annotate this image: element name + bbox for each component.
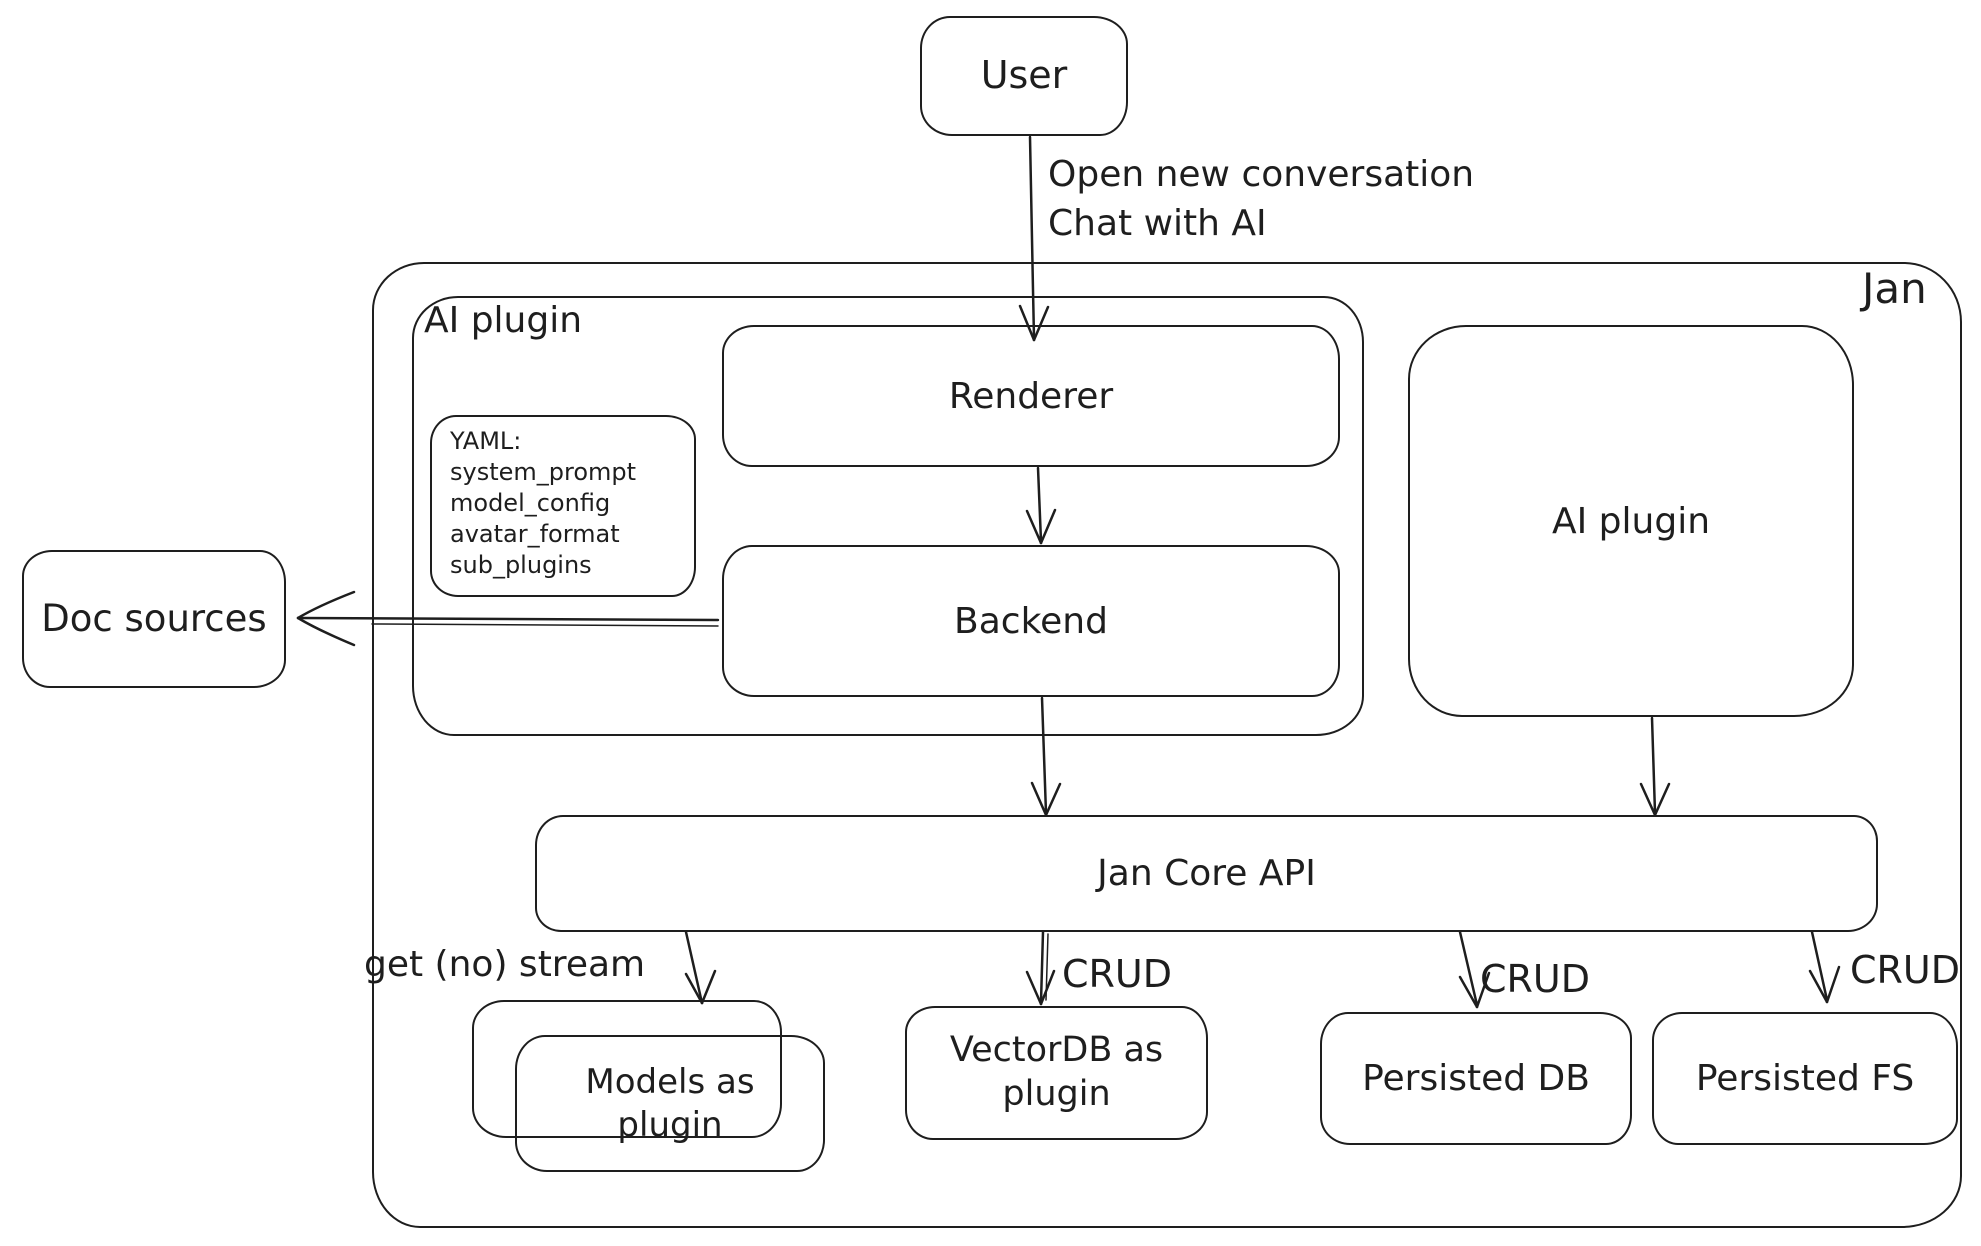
edge-label-get-no-stream: get (no) stream: [364, 944, 646, 985]
ai-plugin-container: [412, 296, 1364, 736]
persisted-db-node: Persisted DB: [1320, 1012, 1632, 1145]
yaml-line: system_prompt: [450, 458, 637, 486]
doc-sources-node: Doc sources: [22, 550, 286, 688]
yaml-line: YAML:: [450, 427, 522, 455]
jan-container-label: Jan: [1862, 264, 1927, 313]
jan-container: [372, 262, 1962, 1228]
edge-label-crud-vectordb: CRUD: [1062, 952, 1173, 996]
yaml-line: avatar_format: [450, 520, 620, 548]
persisted-fs-node: Persisted FS: [1652, 1012, 1958, 1145]
models-as-plugin-back-box: [472, 1000, 782, 1138]
models-as-plugin-node: Models as plugin: [515, 1035, 825, 1172]
ai-plugin-node: AI plugin: [1408, 325, 1854, 717]
renderer-node: Renderer: [722, 325, 1340, 467]
ai-plugin-container-label: AI plugin: [424, 300, 583, 341]
edge-label-crud-persisted-fs: CRUD: [1850, 948, 1961, 992]
yaml-line: sub_plugins: [450, 551, 592, 579]
yaml-note-lines: YAML: system_prompt model_config avatar_…: [450, 426, 680, 581]
yaml-line: model_config: [450, 489, 611, 517]
user-node: User: [920, 16, 1128, 136]
edge-label-open-conversation: Open new conversation Chat with AI: [1048, 154, 1475, 244]
edge-label-crud-persisted-db: CRUD: [1480, 957, 1591, 1001]
jan-core-api-node: Jan Core API: [535, 815, 1878, 932]
yaml-note: [430, 415, 696, 597]
vectordb-node: VectorDB as plugin: [905, 1006, 1208, 1140]
backend-node: Backend: [722, 545, 1340, 697]
